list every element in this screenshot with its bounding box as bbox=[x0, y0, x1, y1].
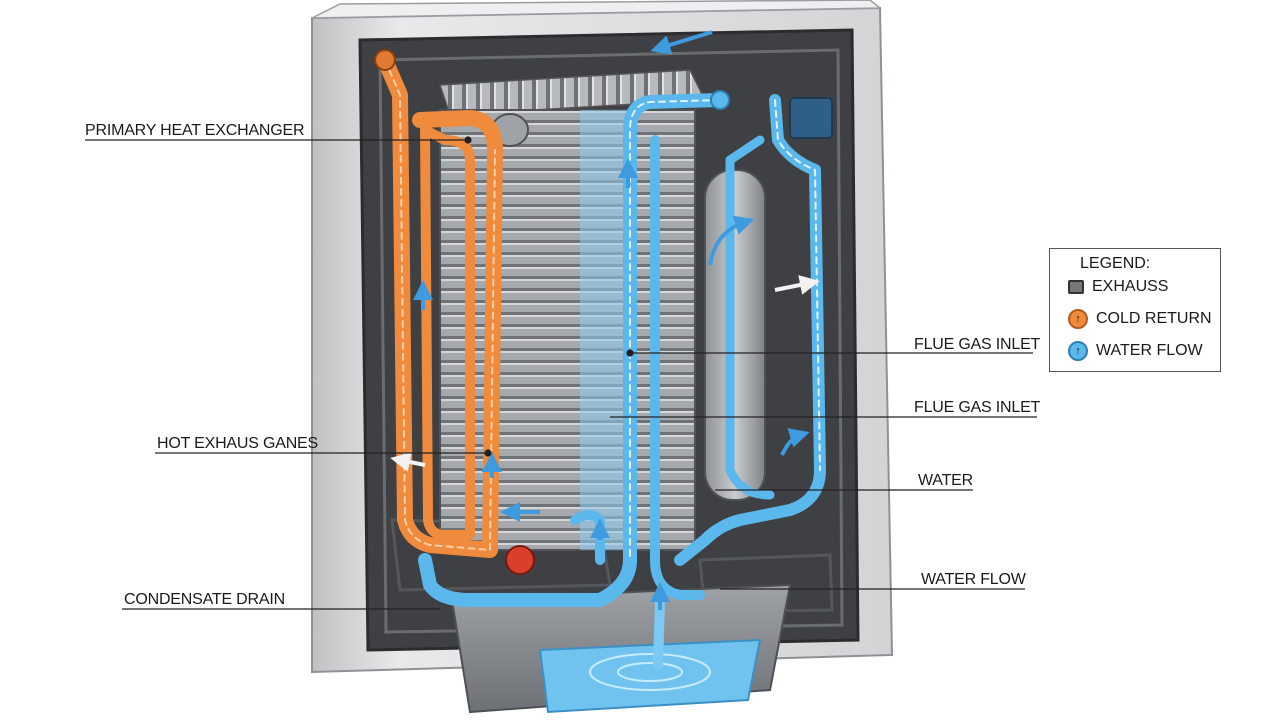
label-primary-heat-exchanger: PRIMARY HEAT EXCHANGER bbox=[85, 122, 305, 139]
leader-lines bbox=[85, 136, 1037, 610]
expansion-tank bbox=[704, 169, 766, 501]
condensate-tray bbox=[450, 583, 792, 714]
primary-heat-exchanger-block bbox=[438, 69, 707, 551]
label-flue-gas-inlet-2: FLUE GAS INLET bbox=[914, 399, 1041, 416]
legend-item-label: WATER FLOW bbox=[1096, 342, 1203, 359]
legend-item-exhaust: EXHAUSS bbox=[1068, 275, 1168, 299]
legend-title: LEGEND: bbox=[1080, 255, 1151, 272]
exhaust-swatch-icon bbox=[1068, 280, 1084, 294]
label-water: WATER bbox=[918, 472, 973, 489]
legend-item-cold-return: ↑ COLD RETURN bbox=[1068, 307, 1212, 331]
water-flow-swatch-icon: ↑ bbox=[1068, 341, 1088, 361]
cold-return-swatch-icon: ↑ bbox=[1068, 309, 1088, 329]
label-condensate-drain: CONDENSATE DRAIN bbox=[124, 591, 285, 608]
legend-item-label: EXHAUSS bbox=[1092, 278, 1169, 295]
drain-water-stream bbox=[653, 595, 665, 670]
legend-box: LEGEND: EXHAUSS ↑ COLD RETURN ↑ WATER FL… bbox=[1049, 248, 1221, 372]
vent-grille bbox=[789, 97, 833, 139]
legend-item-water-flow: ↑ WATER FLOW bbox=[1068, 339, 1203, 363]
hot-pipe-loop bbox=[374, 49, 535, 575]
flow-arrows bbox=[390, 30, 820, 610]
label-water-flow: WATER FLOW bbox=[921, 571, 1026, 588]
label-flue-gas-inlet-1: FLUE GAS INLET bbox=[914, 336, 1041, 353]
label-hot-exhaust-gases: HOT EXHAUS GANES bbox=[157, 435, 318, 452]
legend-item-label: COLD RETURN bbox=[1096, 310, 1212, 327]
